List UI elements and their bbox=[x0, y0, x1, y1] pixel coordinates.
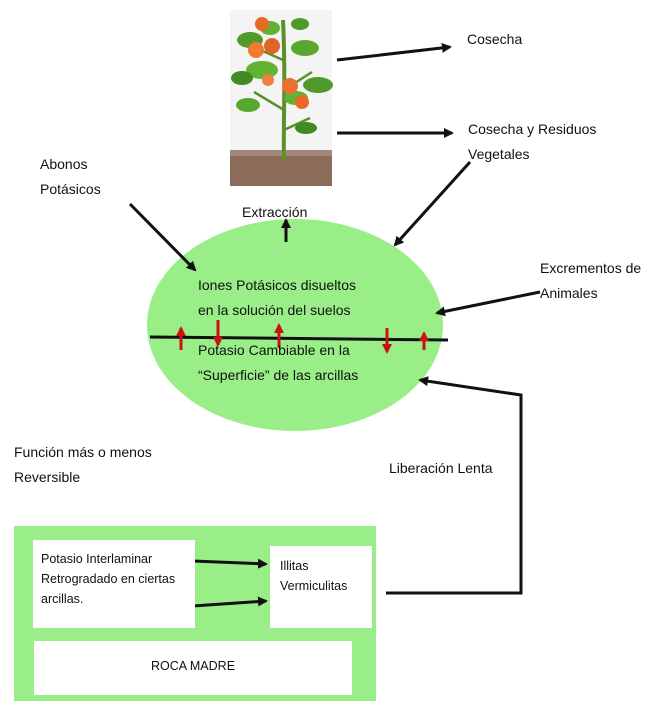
arrow-residues-to-soil bbox=[393, 160, 472, 247]
label-harvest: Cosecha bbox=[467, 31, 523, 47]
label-slow-release: Liberación Lenta bbox=[389, 460, 493, 476]
soil-solution-ellipse bbox=[147, 219, 443, 431]
interlayer-box bbox=[33, 540, 195, 628]
label-exchangeable-k: Potasio Cambiable en la “Superficie” de … bbox=[198, 342, 359, 383]
bedrock-box bbox=[34, 641, 352, 695]
arrow-slow-release bbox=[386, 376, 523, 595]
label-dissolved-ions: Iones Potásicos disueltos en la solución… bbox=[198, 277, 356, 318]
arrow-to-harvest bbox=[336, 42, 452, 62]
plant-icon bbox=[230, 10, 333, 186]
label-harvest-residues: Cosecha y Residuos Vegetales bbox=[468, 121, 597, 162]
label-potash-fertilizers: Abonos Potásicos bbox=[40, 156, 101, 197]
arrow-manure-to-soil bbox=[435, 290, 541, 317]
clays-box bbox=[270, 546, 372, 628]
label-animal-manure: Excrementos de Animales bbox=[540, 260, 642, 301]
label-extraction: Extracción bbox=[242, 204, 308, 220]
exchange-boundary-line bbox=[149, 335, 449, 342]
arrow-fertilizer-to-soil bbox=[128, 202, 197, 272]
label-interlayer-k: Potasio Interlaminar Retrogradado en cie… bbox=[41, 552, 176, 606]
label-bedrock: ROCA MADRE bbox=[151, 659, 236, 673]
label-reversible: Función más o menos Reversible bbox=[14, 444, 152, 485]
label-clays: Illitas Vermiculitas bbox=[280, 559, 348, 593]
arrow-interlayer-to-clays-1 bbox=[192, 558, 268, 569]
arrow-interlayer-to-clays-2 bbox=[192, 596, 268, 608]
